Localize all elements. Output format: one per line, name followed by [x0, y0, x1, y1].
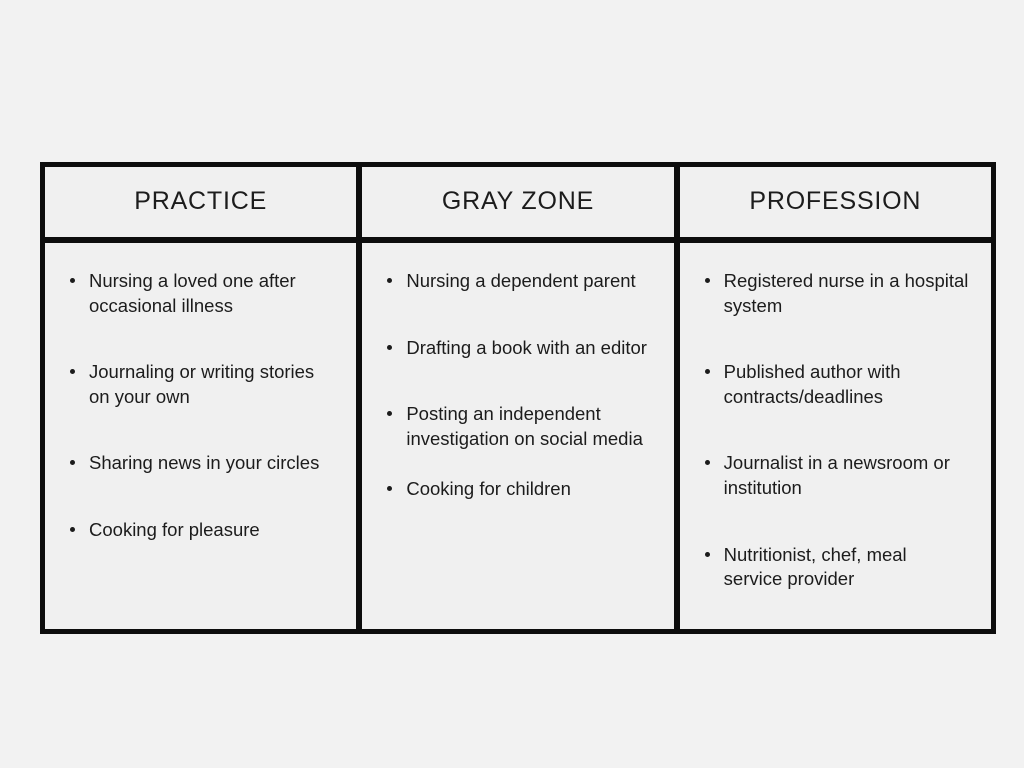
body-cell-gray-zone: Nursing a dependent parent Drafting a bo… [362, 243, 674, 629]
header-cell-gray-zone: GRAY ZONE [362, 167, 674, 237]
table-body-row: Nursing a loved one after occasional ill… [45, 243, 991, 629]
list-item-text: Nutritionist, chef, meal service provide… [723, 543, 907, 590]
list-item-text: Nursing a dependent parent [406, 270, 636, 291]
list-item: Sharing news in your circles [67, 451, 334, 476]
list-item-text: Posting an independent investigation on … [406, 403, 643, 449]
column-header-label: PRACTICE [134, 187, 268, 216]
list-item: Drafting a book with an editor [384, 336, 651, 361]
list-item-text: Journalist in a newsroom or institution [723, 452, 950, 498]
list-item: Posting an independent investigation on … [384, 402, 651, 451]
header-cell-profession: PROFESSION [679, 167, 991, 237]
bullet-list-profession: Registered nurse in a hospital system Pu… [702, 269, 969, 592]
list-item: Journaling or writing stories on your ow… [67, 360, 334, 409]
list-item-text: Registered nurse in a hospital system [723, 270, 969, 316]
list-item: Registered nurse in a hospital system [702, 269, 969, 318]
list-item-text: Nursing a loved one after occasional ill… [89, 270, 296, 316]
column-header-label: PROFESSION [749, 187, 922, 216]
bullet-list-practice: Nursing a loved one after occasional ill… [67, 269, 334, 543]
list-item-text: Journaling or writing stories on your ow… [89, 361, 315, 407]
comparison-table: PRACTICE GRAY ZONE PROFESSION Nursing a … [40, 162, 996, 634]
table-header-row: PRACTICE GRAY ZONE PROFESSION [45, 167, 991, 237]
list-item: Published author with contracts/deadline… [702, 360, 969, 409]
column-header-label: GRAY ZONE [441, 187, 595, 216]
list-item-text: Cooking for pleasure [89, 518, 260, 540]
list-item: Nursing a loved one after occasional ill… [67, 269, 334, 318]
header-cell-practice: PRACTICE [45, 167, 357, 237]
list-item-text: Drafting a book with an editor [406, 336, 647, 358]
list-item: Cooking for pleasure [67, 518, 334, 543]
body-cell-profession: Registered nurse in a hospital system Pu… [679, 243, 991, 629]
list-item-text: Sharing news in your circles [89, 452, 320, 474]
body-cell-practice: Nursing a loved one after occasional ill… [45, 243, 357, 629]
list-item: Nursing a dependent parent [384, 269, 651, 294]
list-item-text: Cooking for children [406, 478, 571, 500]
list-item: Journalist in a newsroom or institution [702, 451, 969, 500]
list-item-text: Published author with contracts/deadline… [723, 361, 901, 407]
bullet-list-gray-zone: Nursing a dependent parent Drafting a bo… [384, 269, 651, 502]
list-item: Cooking for children [384, 477, 651, 502]
list-item: Nutritionist, chef, meal service provide… [702, 543, 969, 592]
